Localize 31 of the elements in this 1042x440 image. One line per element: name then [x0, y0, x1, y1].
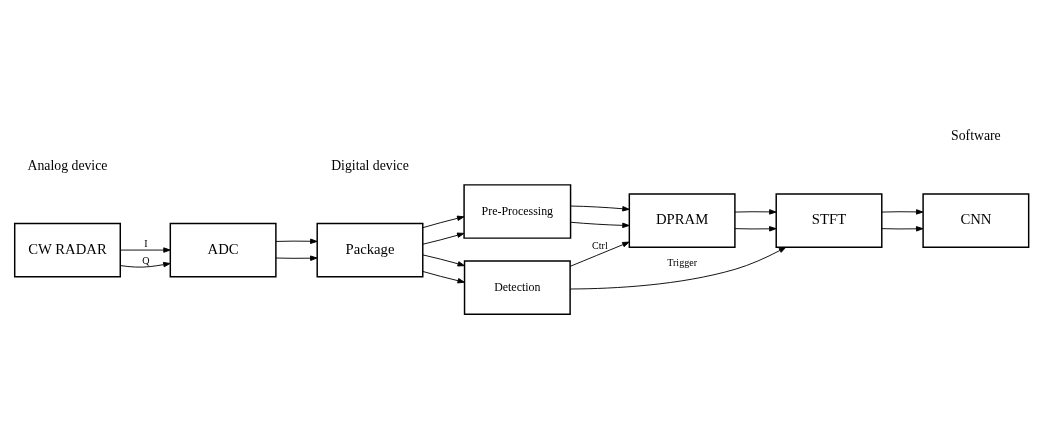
node-box: CNN: [922, 193, 1030, 249]
arrow: [422, 254, 465, 267]
edge-label: Trigger: [667, 257, 698, 269]
edge-label: I: [144, 238, 148, 250]
arrow: [734, 226, 777, 232]
label: Software: [951, 128, 1001, 144]
label: Analog device: [27, 157, 108, 173]
arrow: [734, 209, 777, 215]
node-box: Detection: [463, 260, 571, 316]
edge-label: Q: [142, 254, 150, 266]
arrow: [570, 246, 787, 290]
node-box: Package: [316, 222, 424, 278]
edge-label: Ctrl: [592, 239, 608, 251]
node-box: CW RADAR: [13, 222, 121, 278]
arrow: [422, 232, 465, 245]
node-box: ADC: [169, 222, 277, 278]
arrow: [881, 226, 924, 232]
arrow: [569, 241, 630, 267]
arrow: [881, 209, 924, 215]
arrow: [275, 238, 318, 244]
arrow: [120, 261, 171, 268]
node-box: STFT: [775, 193, 883, 249]
arrow: [275, 255, 318, 261]
label: Digital device: [331, 157, 409, 173]
node-box: DPRAM: [628, 193, 736, 249]
arrow: [120, 247, 171, 253]
arrow: [422, 215, 465, 229]
arrow: [422, 271, 465, 284]
node-box: Pre-Processing: [463, 184, 572, 239]
arrow: [570, 205, 630, 212]
arrow: [570, 221, 630, 229]
